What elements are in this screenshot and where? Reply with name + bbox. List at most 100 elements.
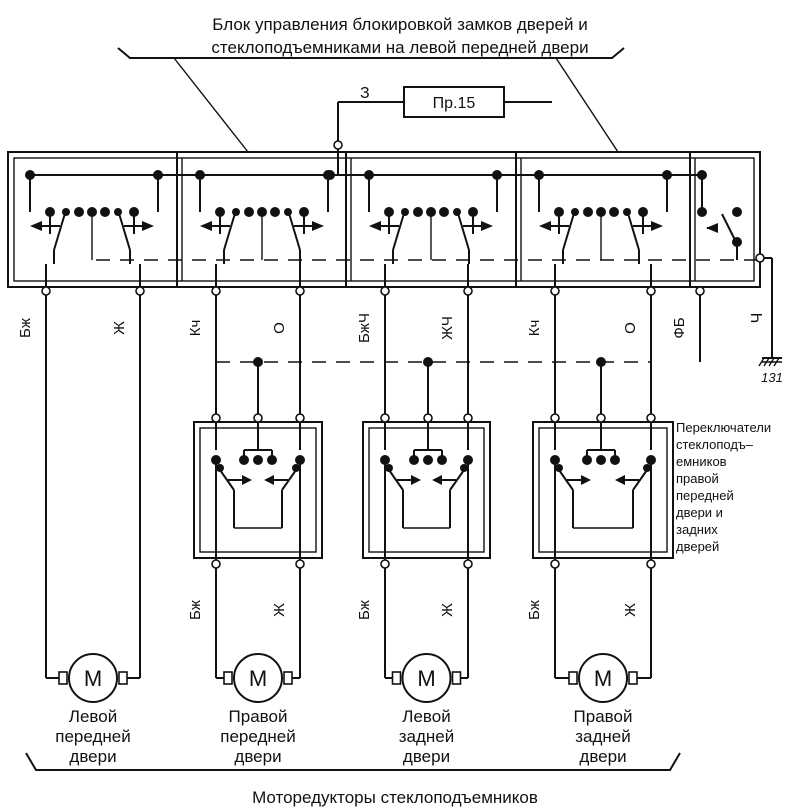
- module-terminal: [253, 413, 263, 423]
- diagram-line: [632, 469, 648, 491]
- contact-dot: [643, 464, 651, 472]
- arrow-left-icon: [539, 221, 551, 231]
- module-terminal: [380, 413, 390, 423]
- arrow-right-icon: [411, 475, 421, 485]
- motor-brush: [391, 671, 402, 685]
- module-terminal: [295, 413, 305, 423]
- block-terminal: [646, 286, 656, 296]
- switches-caption-line: Переключатели: [676, 420, 771, 435]
- motor-symbol: M: [417, 666, 435, 691]
- footer-label: Моторедукторы стеклоподъемников: [252, 788, 538, 807]
- motor-label: Левой: [402, 707, 450, 726]
- contact-dot: [662, 170, 672, 180]
- ground-terminal: [755, 253, 765, 263]
- arrow-left-icon: [30, 221, 42, 231]
- motor-symbol: M: [249, 666, 267, 691]
- motor-label: передней: [55, 727, 130, 746]
- fuse-label: Пр.15: [433, 95, 476, 112]
- arrow-left-icon: [200, 221, 212, 231]
- contact-dot: [216, 464, 224, 472]
- module-terminal: [463, 413, 473, 423]
- contact-dot: [385, 464, 393, 472]
- wire-label: ЖЧ: [439, 316, 456, 340]
- wire-label: Бж: [356, 600, 373, 620]
- contact-dot: [25, 170, 35, 180]
- contact-dot: [62, 208, 70, 216]
- wire-label: Кч: [187, 320, 204, 337]
- switches-caption-line: дверей: [676, 539, 719, 554]
- motor-brush: [58, 671, 68, 685]
- diagram-line: [456, 209, 470, 251]
- contact-dot: [114, 208, 122, 216]
- ground-label: 131: [761, 370, 783, 385]
- block-switch: [195, 170, 333, 287]
- arrow-right-icon: [312, 221, 324, 231]
- block-terminal: [695, 286, 705, 296]
- block-terminal: [380, 286, 390, 296]
- contact-dot: [534, 170, 544, 180]
- contact-dot: [623, 208, 631, 216]
- switches-caption-line: емников: [676, 454, 727, 469]
- contact-dot: [413, 207, 423, 217]
- contact-dot: [232, 208, 240, 216]
- contact-dot: [253, 455, 263, 465]
- motor-symbol: M: [594, 666, 612, 691]
- motor-icon: [233, 653, 283, 703]
- arrow-right-icon: [142, 221, 154, 231]
- contact-dot: [439, 207, 449, 217]
- motor-brush: [628, 671, 638, 685]
- diagram-line: [449, 469, 465, 491]
- wire-label: Кч: [526, 320, 543, 337]
- arrow-left-icon: [615, 475, 625, 485]
- switches-caption-line: правой: [676, 471, 719, 486]
- wire-label: Бж: [187, 600, 204, 620]
- contact-dot: [195, 170, 205, 180]
- motor-brush: [568, 671, 578, 685]
- motor-icon: [401, 653, 452, 703]
- contact-dot: [244, 207, 254, 217]
- switches-caption-line: двери и: [676, 505, 723, 520]
- arrow-left-icon: [264, 475, 274, 485]
- switches-caption: Переключатели стеклоподъ– емников правой…: [676, 420, 775, 554]
- wire-label: ФБ: [671, 317, 688, 338]
- wire-label: Бж: [526, 600, 543, 620]
- module-terminal: [646, 559, 656, 569]
- contact-dot: [571, 208, 579, 216]
- arrow-right-icon: [242, 475, 252, 485]
- door-switch-module: Бж Ж: [356, 357, 491, 678]
- motor-label: двери: [579, 747, 626, 766]
- motor-icon: [68, 653, 118, 703]
- title-line-2: стеклоподъемниками на левой передней две…: [211, 38, 588, 57]
- module-terminal: [423, 413, 433, 423]
- motor-label: передней: [220, 727, 295, 746]
- ground-wire-label: Ч: [749, 313, 766, 324]
- motor-brush: [118, 671, 128, 685]
- module-inner-frame: [538, 427, 668, 553]
- title-bracket: [117, 47, 625, 153]
- diagram-line: [388, 469, 404, 491]
- contact-dot: [609, 207, 619, 217]
- wire-label: Ж: [439, 603, 456, 617]
- contact-dot: [284, 208, 292, 216]
- contact-dot: [423, 455, 433, 465]
- motor-label: задней: [575, 727, 631, 746]
- contact-dot: [401, 208, 409, 216]
- fuse-wire-label: З: [360, 85, 370, 102]
- motor-label: задней: [399, 727, 455, 746]
- switches-caption-line: задних: [676, 522, 718, 537]
- diagram-line: [223, 209, 237, 251]
- motor-label: Правой: [229, 707, 288, 726]
- arrow-left-icon: [369, 221, 381, 231]
- module-terminal: [295, 559, 305, 569]
- fuse-input-terminal: [333, 140, 343, 150]
- motor-label: Правой: [574, 707, 633, 726]
- block-switch-fb: [697, 170, 742, 260]
- title-line-1: Блок управления блокировкой замков двере…: [212, 15, 587, 34]
